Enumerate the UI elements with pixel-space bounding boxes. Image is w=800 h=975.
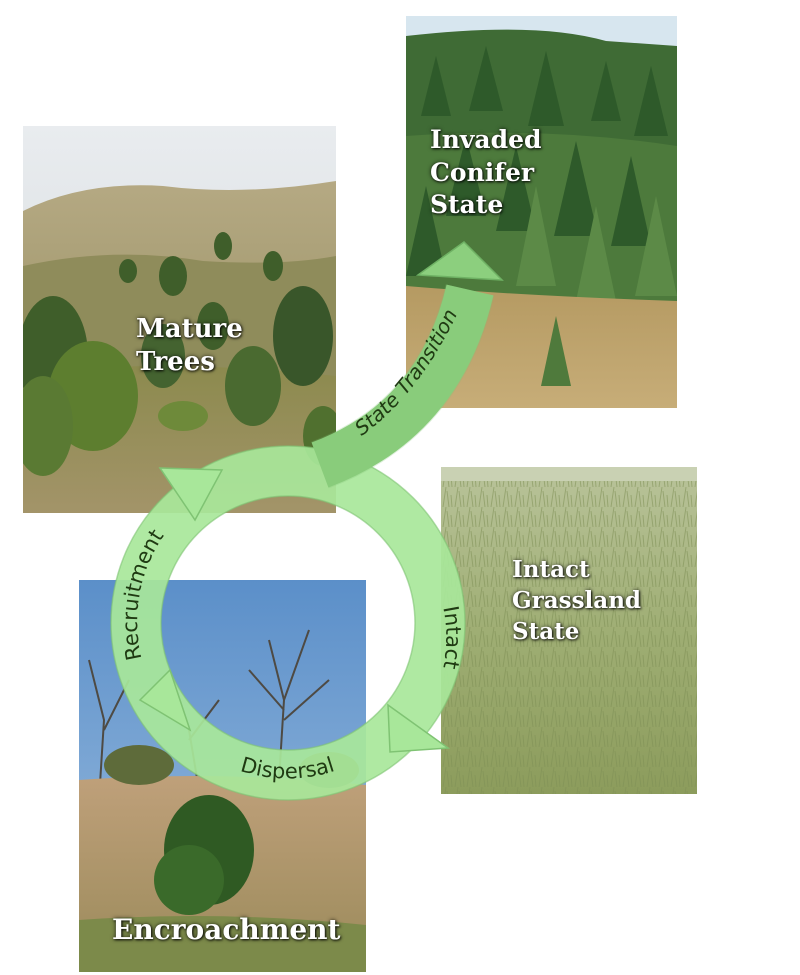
grassland-image [441, 467, 697, 794]
label-invaded-line-1: Invaded [430, 125, 542, 154]
label-invaded-line-2: Conifer [430, 157, 535, 187]
label-grassland-line-2: Grassland [512, 587, 642, 615]
photo-intact-grassland [441, 467, 697, 794]
label-intact-grassland: Intact Grassland State [512, 554, 641, 647]
label-grassland-line-3: State [512, 618, 580, 646]
label-invaded-line-3: State [430, 190, 504, 219]
label-mature-line-2: Trees [136, 346, 215, 377]
label-encroachment: Encroachment [112, 912, 340, 947]
label-invaded-conifer: Invaded Conifer State [430, 124, 541, 222]
label-mature-trees: Mature Trees [136, 313, 243, 378]
intact-arrowhead-icon [387, 703, 451, 753]
label-grassland-line-1: Intact [512, 556, 590, 583]
label-mature-line-1: Mature [136, 314, 243, 344]
label-encroachment-line-1: Encroachment [112, 913, 341, 946]
